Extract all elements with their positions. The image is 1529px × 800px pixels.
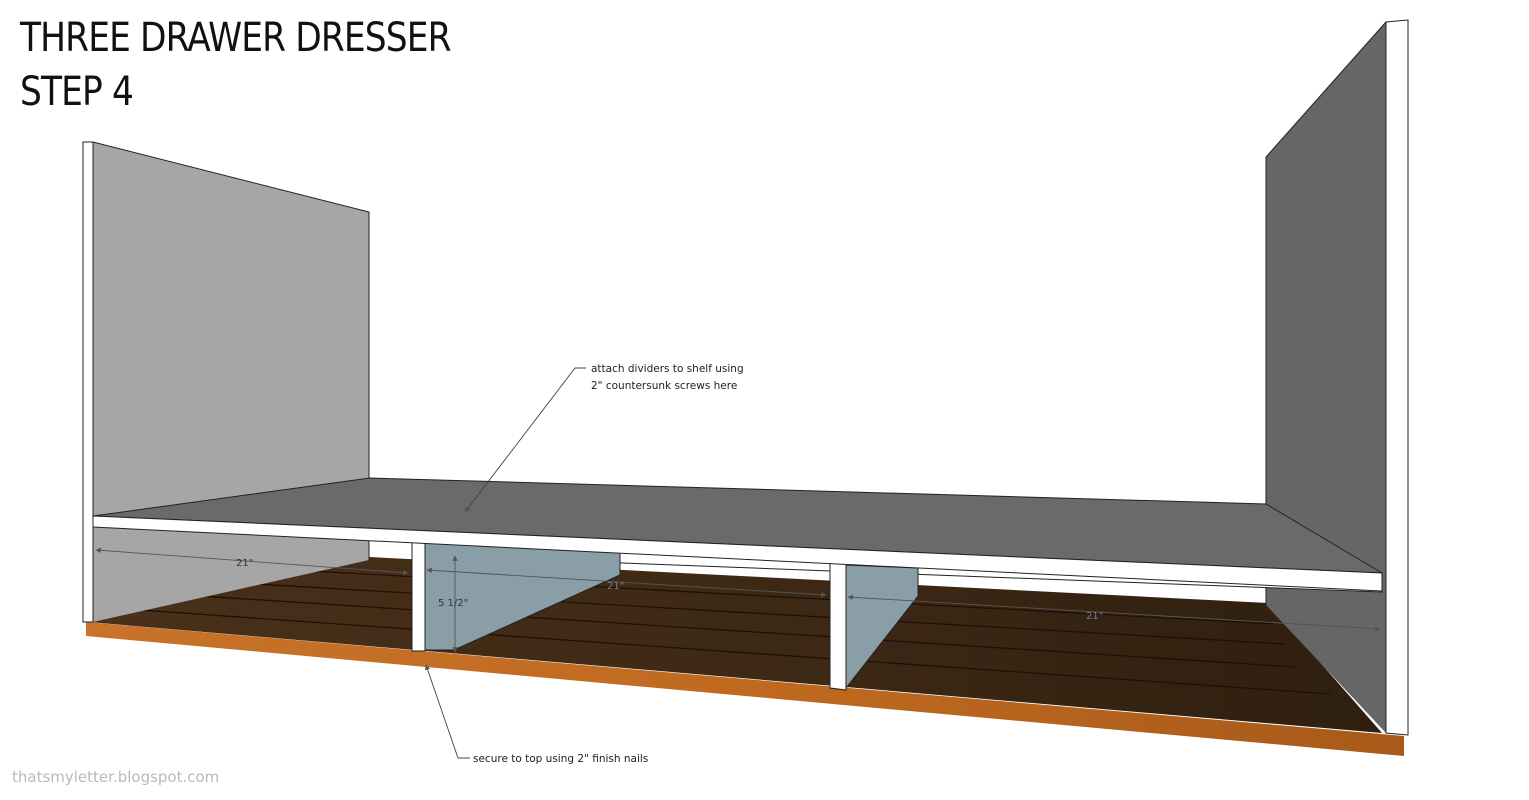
dim-right-width: 21" [1086, 611, 1103, 622]
diagram-title: THREE DRAWER DRESSER [20, 15, 452, 61]
annotation-secure-top: secure to top using 2" finish nails [473, 753, 649, 765]
right-side-panel-edge [1385, 19, 1409, 736]
dim-divider-height: 5 1/2" [438, 598, 468, 609]
divider-left-edge [411, 539, 426, 652]
dimension-lines [95, 547, 1381, 653]
leader-line-top [464, 367, 586, 513]
annotation-attach-dividers: attach dividers to shelf using 2" counte… [591, 361, 744, 395]
left-side-panel-edge [82, 141, 94, 623]
wood-base-edge [86, 622, 1404, 756]
left-side-panel-face [93, 142, 369, 622]
dim-middle-width: 21" [607, 581, 624, 592]
diagram-step: STEP 4 [20, 69, 134, 115]
annotation-line: attach dividers to shelf using [591, 363, 744, 375]
watermark: thatsmyletter.blogspot.com [12, 768, 220, 786]
leader-line-bottom [425, 664, 470, 759]
dim-left-width: 21" [236, 558, 253, 569]
annotation-line: 2" countersunk screws here [591, 380, 738, 392]
divider-right-edge [829, 561, 847, 691]
